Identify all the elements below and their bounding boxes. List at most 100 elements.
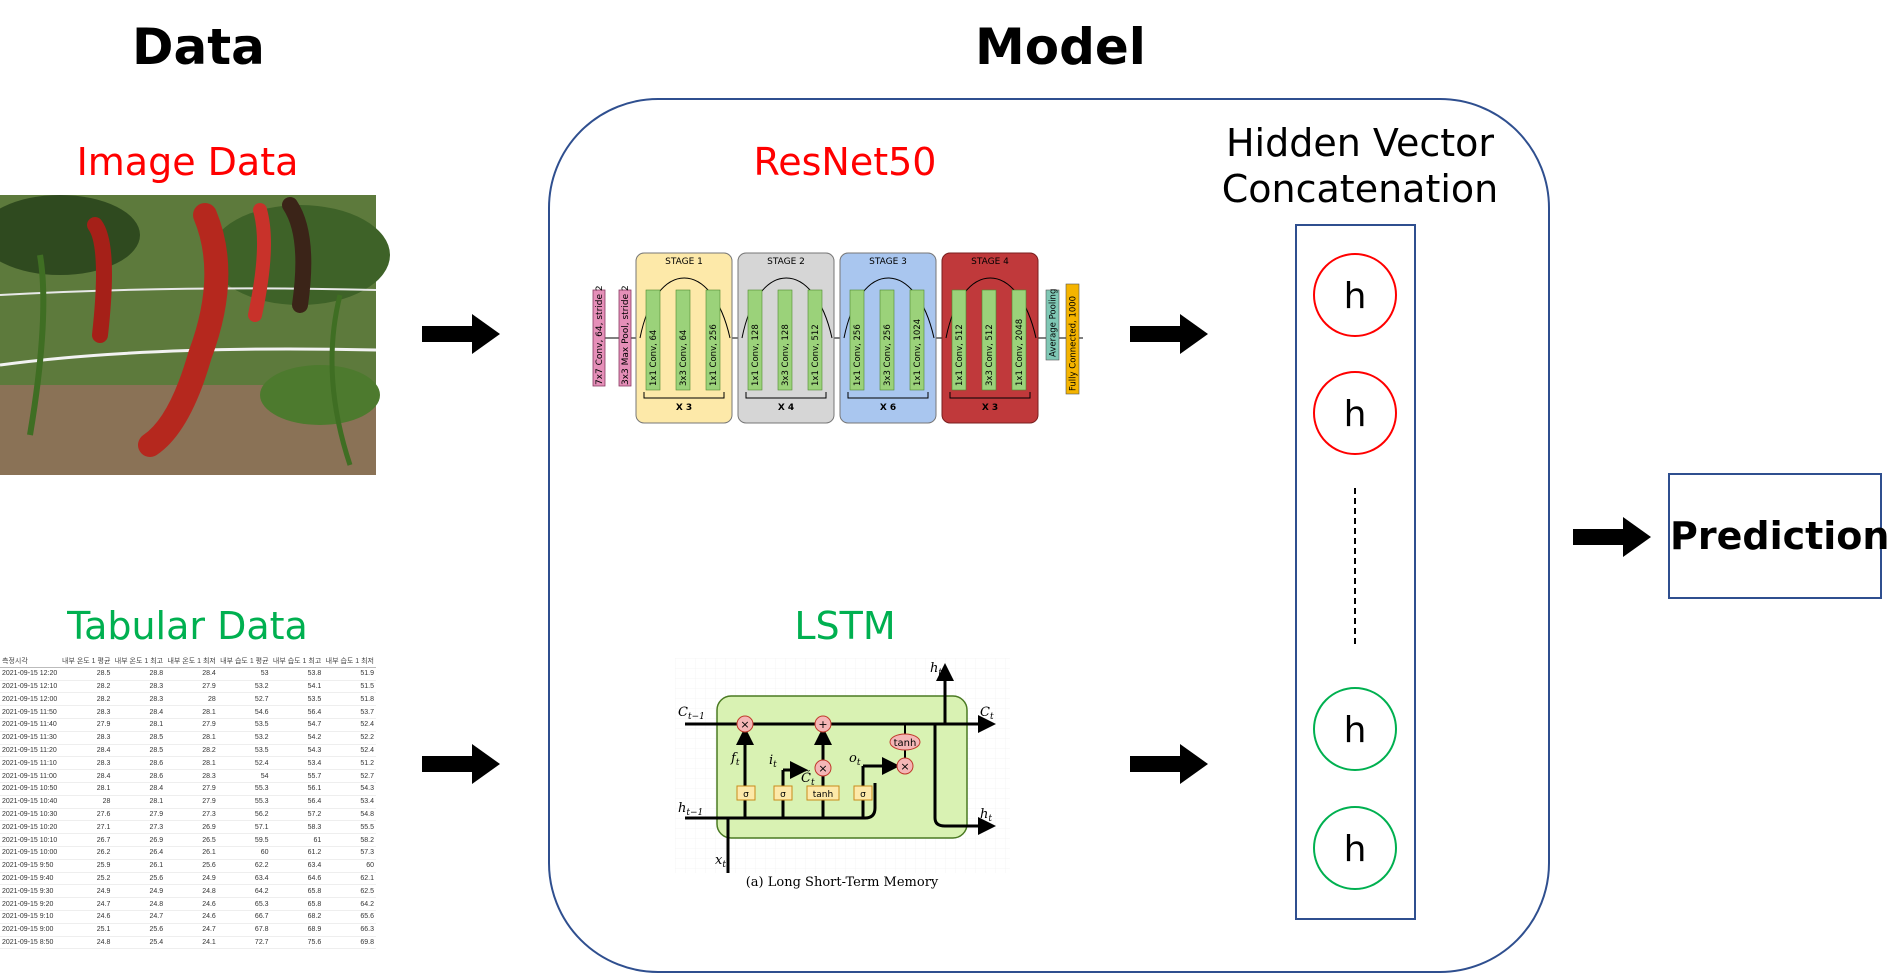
- table-cell: 53.5: [270, 692, 324, 707]
- table-cell: 2021-09-15 12:20: [0, 667, 60, 681]
- resnet-conv-layer: [675, 289, 691, 391]
- table-header-cell: 내부 온도 1 평균: [59, 655, 113, 668]
- resnet-conv-layer: [645, 289, 661, 391]
- table-cell: 27.9: [165, 680, 218, 694]
- table-cell: 55.7: [270, 769, 324, 783]
- table-cell: 2021-09-15 11:00: [0, 769, 60, 783]
- table-cell: 64.2: [217, 884, 271, 899]
- table-cell: 51.9: [323, 667, 376, 681]
- table-cell: 64.2: [323, 897, 376, 911]
- table-cell: 2021-09-15 10:00: [0, 846, 60, 860]
- table-cell: 2021-09-15 9:50: [0, 859, 60, 873]
- table-cell: 28.5: [59, 667, 113, 681]
- resnet-conv-layer: [909, 289, 925, 391]
- table-cell: 28.4: [112, 782, 166, 796]
- lstm-forget-mul: ×: [740, 718, 749, 731]
- table-cell: 25.6: [165, 859, 218, 873]
- table-cell: 54.8: [323, 808, 376, 822]
- table-cell: 54.6: [217, 705, 271, 719]
- table-cell: 52.2: [323, 731, 376, 745]
- table-header-cell: 내부 온도 1 최고: [112, 655, 166, 668]
- ellipsis-divider: [1354, 488, 1356, 644]
- resnet-post-layer: [1065, 283, 1080, 395]
- table-cell: 52.7: [323, 769, 376, 783]
- table-cell: 28.2: [165, 744, 218, 758]
- table-cell: 52.7: [217, 692, 271, 707]
- table-cell: 28.8: [112, 667, 166, 681]
- table-cell: 28.4: [59, 769, 113, 783]
- table-cell: 28.1: [165, 731, 218, 745]
- table-cell: 2021-09-15 11:10: [0, 756, 60, 771]
- table-cell: 28.1: [59, 782, 113, 796]
- table-cell: 28.1: [112, 795, 166, 809]
- hidden-state-tabular-2: h: [1313, 806, 1397, 890]
- table-cell: 25.2: [59, 872, 113, 886]
- table-cell: 2021-09-15 9:20: [0, 897, 60, 911]
- table-cell: 24.1: [165, 936, 218, 950]
- table-cell: 61.2: [270, 846, 324, 860]
- table-cell: 67.8: [217, 923, 271, 937]
- resnet-conv-layer: [981, 289, 997, 391]
- resnet-conv-layer-label: 1x1 Conv, 256: [709, 324, 719, 386]
- table-cell: 28.3: [165, 769, 218, 783]
- table-cell: 27.3: [112, 820, 166, 835]
- table-header-cell: 내부 습도 1 최저: [323, 655, 376, 668]
- table-cell: 57.3: [323, 846, 376, 860]
- table-cell: 65.8: [270, 884, 324, 899]
- table-cell: 2021-09-15 9:00: [0, 923, 60, 937]
- table-cell: 56.4: [270, 795, 324, 809]
- table-cell: 51.5: [323, 680, 376, 694]
- resnet-stage-title: STAGE 1: [665, 257, 703, 267]
- table-cell: 53.2: [217, 731, 271, 745]
- table-cell: 53.5: [217, 718, 271, 732]
- table-cell: 2021-09-15 9:30: [0, 884, 60, 899]
- resnet-conv-layer-label: 1x1 Conv, 512: [955, 324, 965, 386]
- table-cell: 54.7: [270, 718, 324, 732]
- table-cell: 26.9: [165, 820, 218, 835]
- table-cell: 26.2: [59, 846, 113, 860]
- table-cell: 62.5: [323, 884, 376, 899]
- resnet-conv-layer-label: 1x1 Conv, 64: [649, 330, 659, 386]
- table-cell: 54.3: [270, 744, 324, 758]
- concat-title: Hidden Vector Concatenation: [1210, 120, 1510, 212]
- resnet-stage-title: STAGE 4: [971, 257, 1009, 267]
- table-header-cell: 내부 온도 1 최저: [165, 655, 218, 668]
- table-cell: 26.4: [112, 846, 166, 860]
- table-cell: 63.4: [217, 872, 271, 886]
- table-cell: 28.5: [112, 744, 166, 758]
- table-cell: 28.5: [112, 731, 166, 745]
- table-cell: 64.6: [270, 872, 324, 886]
- table-cell: 28.4: [165, 667, 218, 681]
- svg-text:xt: xt: [715, 853, 726, 870]
- resnet-conv-layer-label: 3x3 Conv, 512: [985, 324, 995, 386]
- resnet-conv-layer: [807, 289, 823, 391]
- table-cell: 65.3: [217, 897, 271, 911]
- table-cell: 28: [165, 692, 218, 707]
- hidden-state-image-2: h: [1313, 371, 1397, 455]
- table-cell: 25.4: [112, 936, 166, 950]
- table-cell: 59.5: [217, 833, 271, 847]
- hidden-state-tabular-1: h: [1313, 687, 1397, 771]
- table-cell: 2021-09-15 9:40: [0, 872, 60, 886]
- table-cell: 25.1: [59, 923, 113, 937]
- table-cell: 24.9: [112, 884, 166, 899]
- table-cell: 57.1: [217, 820, 271, 835]
- table-cell: 2021-09-15 11:30: [0, 731, 60, 745]
- resnet-stage-title: STAGE 2: [767, 257, 805, 267]
- table-cell: 27.1: [59, 820, 113, 835]
- table-header-cell: 측정시각: [0, 655, 60, 668]
- table-cell: 28.4: [59, 744, 113, 758]
- tabular-data-label: Tabular Data: [67, 604, 308, 648]
- table-cell: 60: [323, 859, 376, 873]
- table-cell: 27.9: [59, 718, 113, 732]
